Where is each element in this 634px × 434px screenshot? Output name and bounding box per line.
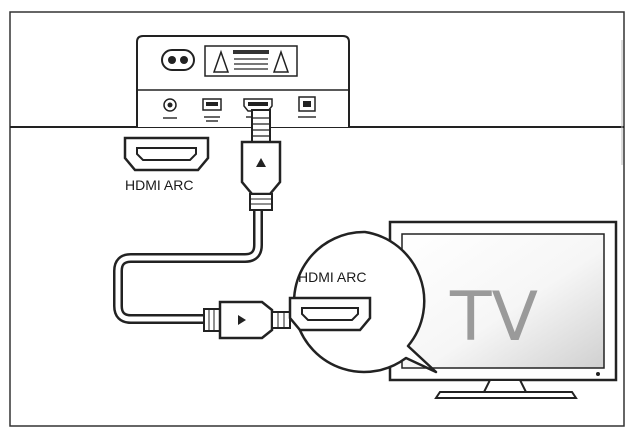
tv-base bbox=[434, 391, 578, 399]
tv-set: TV bbox=[388, 220, 618, 399]
tv-port-label: HDMI ARC bbox=[298, 269, 366, 285]
aux-jack-icon bbox=[163, 98, 177, 119]
soundbar-rear-panel bbox=[136, 35, 350, 127]
right-arrow-icon bbox=[238, 315, 246, 325]
tv-screen-text: TV bbox=[449, 278, 538, 357]
up-arrow-icon bbox=[256, 158, 266, 167]
hdmi-plug-soundbar bbox=[240, 109, 282, 211]
soundbar-port-label: HDMI ARC bbox=[125, 177, 193, 193]
tv-hdmi-arc-symbol bbox=[288, 296, 372, 332]
tv-power-indicator bbox=[596, 372, 600, 376]
warning-label-icon bbox=[204, 45, 298, 77]
tv-stand bbox=[482, 379, 528, 393]
diagram-border bbox=[9, 11, 625, 427]
power-inlet-icon bbox=[161, 49, 195, 71]
hdmi-plug-tv bbox=[203, 300, 291, 340]
tv-screen bbox=[401, 233, 605, 369]
optical-port-icon bbox=[298, 96, 316, 118]
soundbar-hdmi-arc-symbol bbox=[123, 136, 210, 172]
usb-port-icon bbox=[202, 98, 222, 122]
